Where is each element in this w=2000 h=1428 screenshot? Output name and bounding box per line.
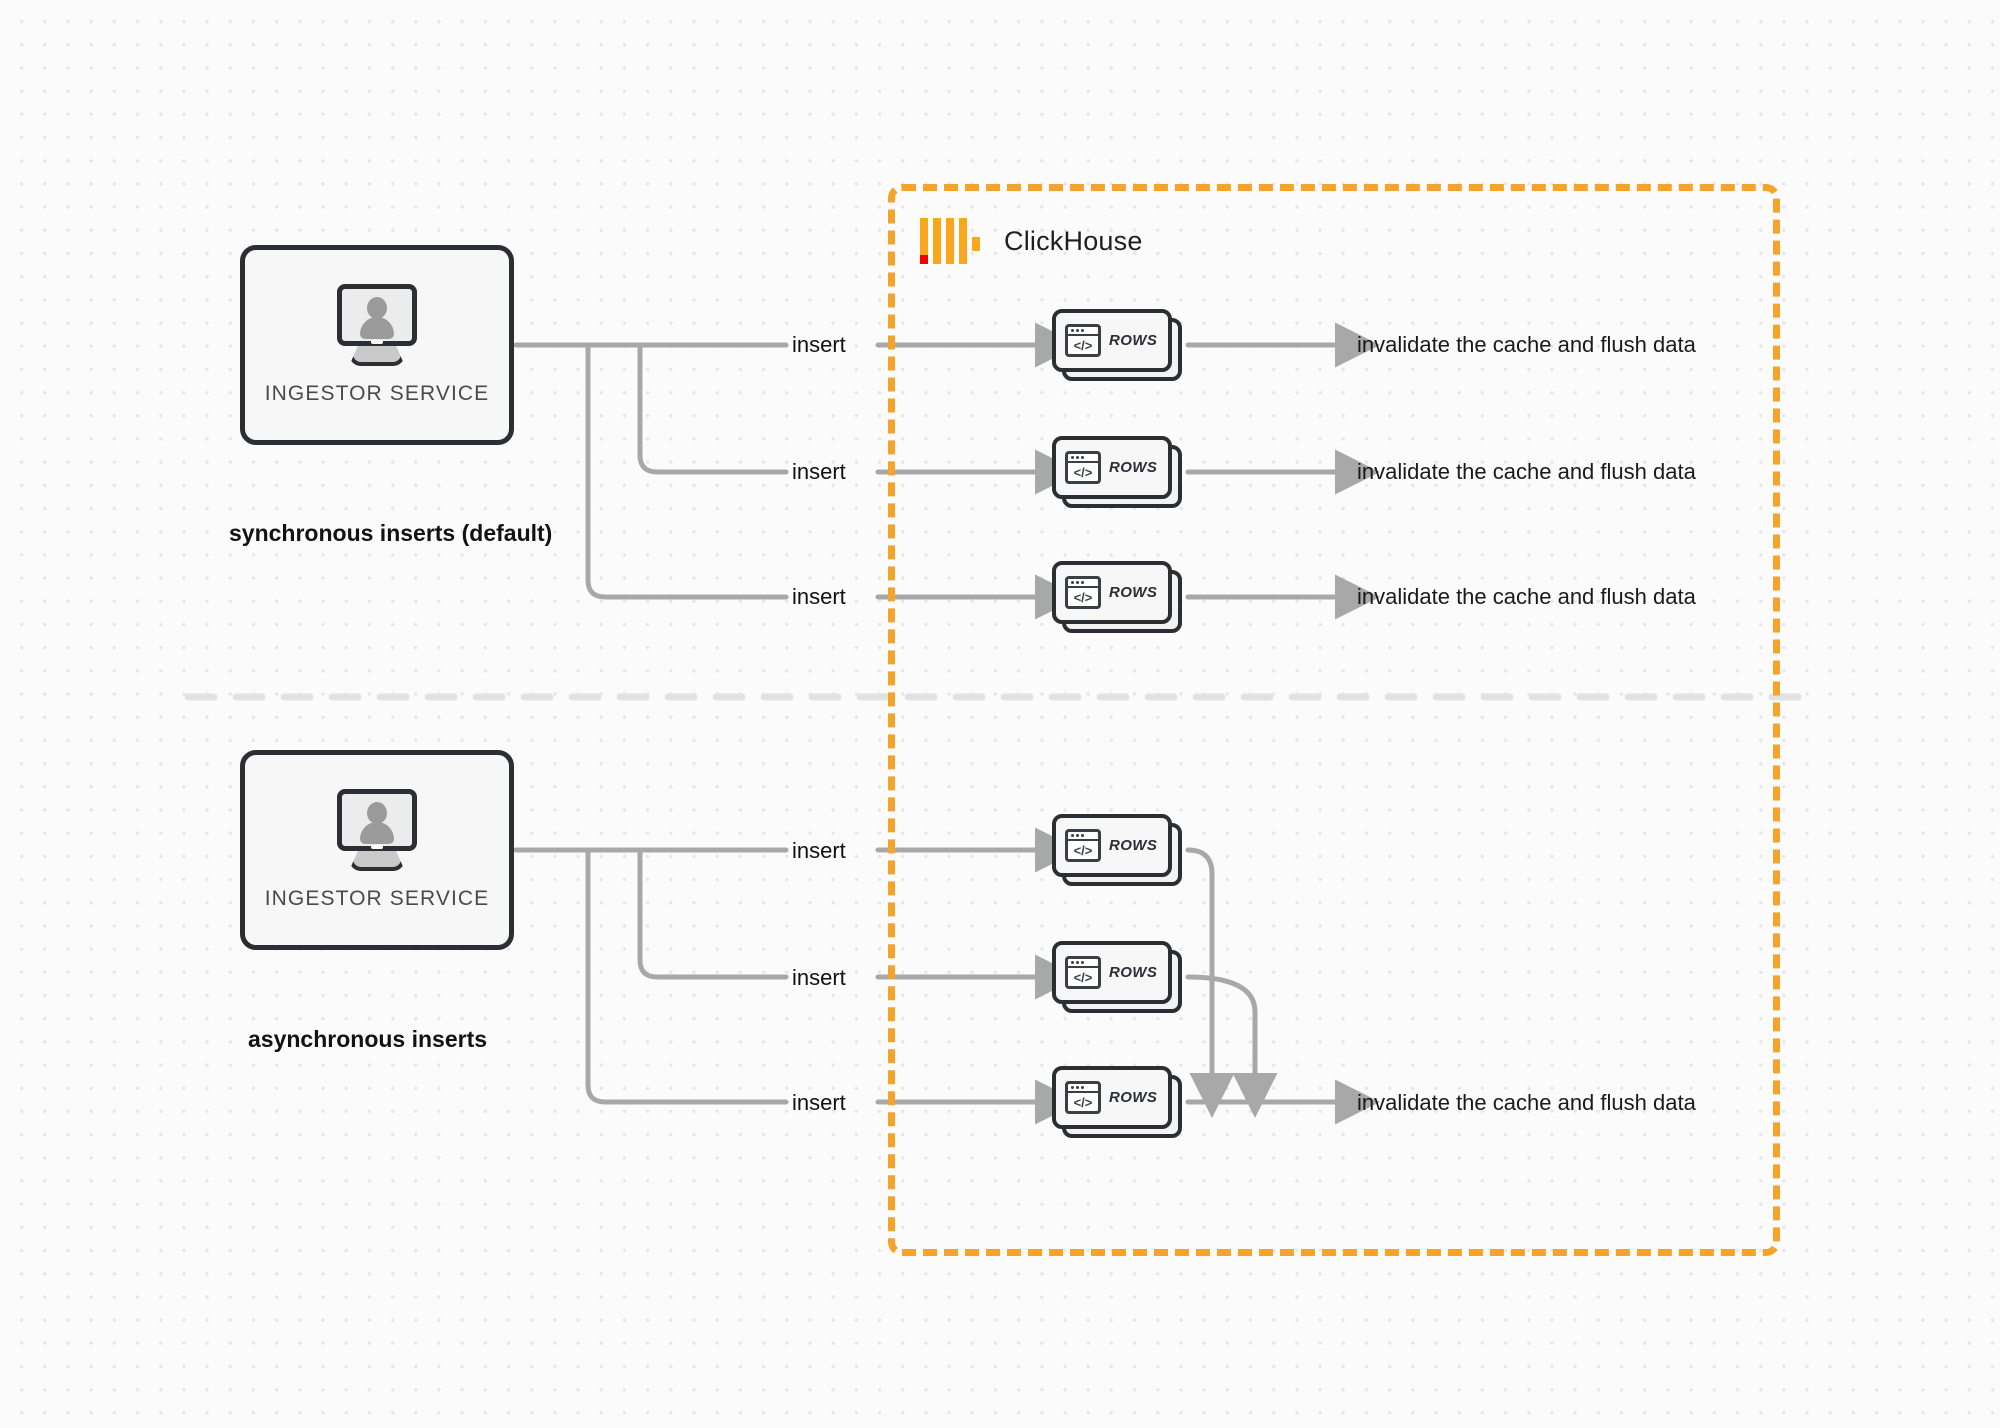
- edge-label-insert-sync-3: insert: [792, 584, 846, 609]
- monitor-user-icon: [331, 284, 423, 366]
- rows-node-sync-1-label: ROWS: [1109, 332, 1158, 349]
- edge-label-insert-async-2: insert: [792, 965, 846, 990]
- result-label-sync-3: invalidate the cache and flush data: [1357, 584, 1696, 609]
- edge-label-insert-async-3: insert: [792, 1090, 846, 1115]
- clickhouse-logo-icon: [920, 215, 980, 267]
- ingestor-service-async-label: INGESTOR SERVICE: [264, 887, 490, 910]
- rows-node-sync-3[interactable]: </> ROWS: [1052, 561, 1182, 633]
- code-window-icon: </>: [1065, 829, 1101, 862]
- code-window-icon: </>: [1065, 324, 1101, 357]
- code-window-icon: </>: [1065, 576, 1101, 609]
- code-window-icon: </>: [1065, 451, 1101, 484]
- clickhouse-header: ClickHouse: [920, 215, 1143, 267]
- wire-sync-branch-row3: [585, 342, 789, 600]
- caption-asynchronous: asynchronous inserts: [248, 1026, 488, 1052]
- rows-node-async-1-label: ROWS: [1109, 837, 1158, 854]
- edge-label-insert-sync-2: insert: [792, 459, 846, 484]
- clickhouse-boundary: [888, 184, 1780, 1256]
- rows-node-sync-1[interactable]: </> ROWS: [1052, 309, 1182, 381]
- rows-node-async-2[interactable]: </> ROWS: [1052, 941, 1182, 1013]
- rows-node-sync-2[interactable]: </> ROWS: [1052, 436, 1182, 508]
- result-label-sync-1: invalidate the cache and flush data: [1357, 332, 1696, 357]
- monitor-user-icon: [331, 789, 423, 871]
- edge-label-insert-sync-1: insert: [792, 332, 846, 357]
- rows-node-async-1[interactable]: </> ROWS: [1052, 814, 1182, 886]
- result-label-async-merged: invalidate the cache and flush data: [1357, 1090, 1696, 1115]
- result-label-sync-2: invalidate the cache and flush data: [1357, 459, 1696, 484]
- wire-async-branch-row3: [585, 847, 789, 1105]
- code-window-icon: </>: [1065, 1081, 1101, 1114]
- ingestor-service-sync[interactable]: INGESTOR SERVICE: [240, 245, 514, 445]
- ingestor-service-async[interactable]: INGESTOR SERVICE: [240, 750, 514, 950]
- rows-node-async-3-label: ROWS: [1109, 1089, 1158, 1106]
- rows-node-async-2-label: ROWS: [1109, 964, 1158, 981]
- wire-async-branch-row2: [637, 847, 789, 980]
- ingestor-service-sync-label: INGESTOR SERVICE: [264, 382, 490, 405]
- wire-sync-branch-row2: [637, 342, 789, 475]
- rows-node-sync-3-label: ROWS: [1109, 584, 1158, 601]
- clickhouse-label: ClickHouse: [1004, 225, 1143, 256]
- edge-label-insert-async-1: insert: [792, 838, 846, 863]
- rows-node-sync-2-label: ROWS: [1109, 459, 1158, 476]
- caption-synchronous: synchronous inserts (default): [229, 520, 553, 546]
- rows-node-async-3[interactable]: </> ROWS: [1052, 1066, 1182, 1138]
- code-window-icon: </>: [1065, 956, 1101, 989]
